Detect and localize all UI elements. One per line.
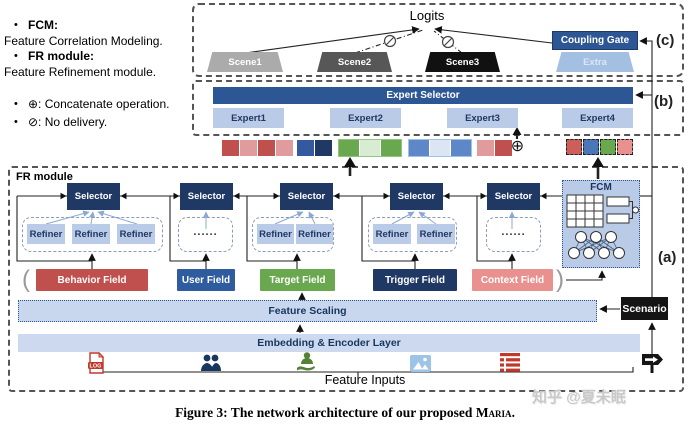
bullet-icon: • [14,115,18,128]
expert-1: Expert1 [213,108,284,128]
context-field: Context Field [472,269,553,291]
legend-item-fr: • FR module: [4,49,194,65]
context-vector [477,140,513,156]
feature-inputs-label: Feature Inputs [324,373,406,387]
panel-b-label: (b) [654,93,674,110]
refiner: Refiner [27,224,65,244]
refiner: Refiner [373,224,411,244]
refiner: Refiner [72,224,110,244]
scenario-input: Scenario [621,297,668,320]
model-name: Maria [475,405,512,420]
legend-definition: Feature Correlation Modeling. [4,33,163,48]
embedding-encoder-layer: Embedding & Encoder Layer [18,334,640,352]
selector-4: Selector [390,183,443,210]
behavior-field: Behavior Field [36,269,148,291]
legend-term: FR module: [28,49,94,63]
legend: • FCM: Feature Correlation Modeling. • F… [4,18,194,130]
target-field: Target Field [260,269,335,291]
bullet-icon: • [14,50,18,62]
logits-label: Logits [409,8,445,23]
legend-definition: Concatenate operation. [44,97,170,111]
user-vector [297,140,333,156]
signpost-icon [641,352,664,378]
watermark: 知乎 @夏未眠 [532,389,626,406]
refiner: Refiner [296,224,333,244]
expert-3: Expert3 [447,108,518,128]
selector-3: Selector [280,183,333,210]
panel-a-box [8,166,684,392]
scene2-output: Scene2 [317,52,392,72]
fr-module-label: FR module [16,171,73,183]
concat-symbol-icon: ⊕: [28,97,42,111]
paren-open: ( [22,266,30,293]
target-vector [338,139,402,157]
behavior-vector [222,140,294,156]
scene1-output: Scene1 [207,52,283,72]
bullet-icon: • [14,98,18,110]
user-field: User Field [177,269,235,291]
legend-item-concat: • ⊕: Concatenate operation. [4,97,194,113]
no-delivery-symbol-icon: ⊘: [28,114,42,129]
panel-a-label: (a) [658,249,677,266]
legend-definition: No delivery. [44,114,108,129]
fcm-block: FCM [562,180,640,268]
legend-item-fcm: • FCM: [4,18,194,34]
ellipsis: ...... [501,226,526,238]
expert-2: Expert2 [330,108,401,128]
list-icon [500,353,520,377]
extra-output: Extra [556,52,634,72]
trigger-field: Trigger Field [373,269,457,291]
fcm-label: FCM [590,182,612,193]
log-file-icon: LOG [86,351,107,379]
refiner: Refiner [117,224,155,244]
ellipsis: ...... [193,226,218,238]
concat-symbol-icon: ⊕ [510,138,525,155]
expert-selector: Expert Selector [213,87,633,104]
panel-c-label: (c) [656,32,675,49]
legend-term: FCM: [28,18,58,32]
bullet-icon: • [14,19,18,31]
panel-b-box [192,80,684,136]
coupling-gate: Coupling Gate [552,31,638,50]
users-icon [200,354,222,377]
legend-definition: Feature Refinement module. [4,64,157,79]
refiner: Refiner [257,224,294,244]
refiner: Refiner [417,224,455,244]
selector-1: Selector [67,183,120,210]
scene3-output: Scene3 [425,52,500,72]
paren-close: ) [556,266,564,293]
feature-scaling-layer: Feature Scaling [18,300,597,322]
selector-2: Selector [180,183,233,210]
legend-item-nodelivery: • ⊘: No delivery. [4,115,194,131]
selector-5: Selector [487,183,540,210]
expert-4: Expert4 [562,108,633,128]
trigger-vector [408,139,472,157]
fcm-vector [566,139,633,155]
figure-caption: Figure 3: The network architecture of ou… [175,405,515,420]
fcm-diagram-icon [566,194,639,259]
panel-c-box [192,3,684,77]
svg-text:LOG: LOG [90,364,102,370]
